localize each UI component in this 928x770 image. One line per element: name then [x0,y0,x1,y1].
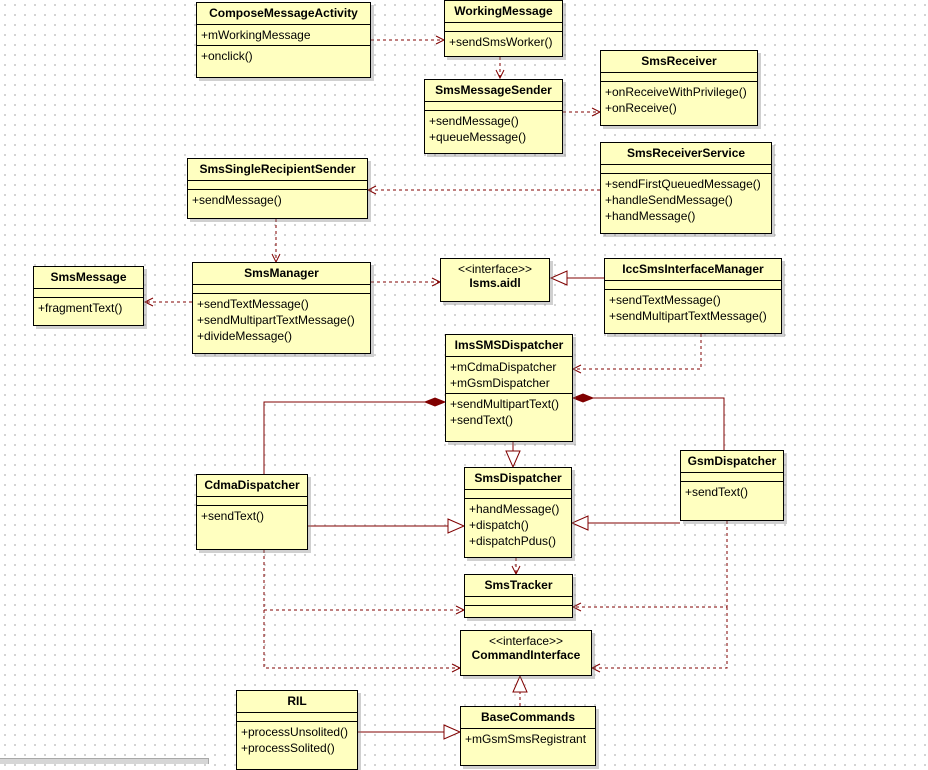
class-name: GsmDispatcher [687,454,777,468]
method: +processSolited() [241,741,335,755]
attribute: +mGsmDispatcher [450,376,550,390]
class-gsm-dispatcher[interactable]: GsmDispatcher +sendText() [680,450,784,521]
comp-cdma-in-imsdispatcher [263,402,445,474]
stereotype-label: <<interface>> [488,634,564,648]
method: +dispatch() [469,518,529,532]
class-sms-message-sender[interactable]: SmsMessageSender +sendMessage() +queueMe… [424,79,563,154]
attribute-compartment [197,497,307,506]
method: +dispatchPdus() [469,534,557,548]
class-name: SmsTracker [484,578,553,592]
class-sms-dispatcher[interactable]: SmsDispatcher +handMessage() +dispatch()… [464,467,572,558]
method: +sendMultipartTextMessage() [197,313,355,327]
attribute-compartment [445,23,562,32]
interface-command-interface[interactable]: <<interface>> CommandInterface [460,630,592,676]
method: +queueMessage() [429,130,527,144]
method: +handleSendMessage() [605,193,733,207]
method-compartment [465,606,572,614]
attribute-compartment [237,713,357,722]
method: +sendMessage() [429,114,519,128]
attribute-compartment [188,181,367,190]
class-name: SmsSingleRecipientSender [199,162,356,176]
method: +handMessage() [469,502,560,516]
interface-isms[interactable]: <<interface>> Isms.aidl [440,258,550,302]
class-name: SmsMessageSender [435,83,552,97]
class-ims-sms-dispatcher[interactable]: ImsSMSDispatcher +mCdmaDispatcher +mGsmD… [445,334,573,442]
class-sms-receiver[interactable]: SmsReceiver +onReceiveWithPrivilege() +o… [600,50,758,126]
method: +sendTextMessage() [609,293,721,307]
class-working-message[interactable]: WorkingMessage +sendSmsWorker() [444,0,563,57]
method: +onReceive() [605,101,677,115]
method: +fragmentText() [38,301,123,315]
class-name: IccSmsInterfaceManager [622,262,764,276]
class-name: SmsDispatcher [474,471,562,485]
attribute: +mWorkingMessage [201,28,311,42]
method: +processUnsolited() [241,725,349,739]
horizontal-scrollbar[interactable] [0,758,209,764]
attribute-compartment [681,473,783,482]
attribute-compartment [465,597,572,606]
class-cdma-dispatcher[interactable]: CdmaDispatcher +sendText() [196,474,308,550]
method: +divideMessage() [197,329,293,343]
class-base-commands[interactable]: BaseCommands +mGsmSmsRegistrant [460,706,596,766]
dep-cdma-to-smstracker [263,550,466,615]
class-sms-message[interactable]: SmsMessage +fragmentText() [33,266,144,326]
class-name: WorkingMessage [454,4,553,18]
method: +sendTextMessage() [197,297,309,311]
method: +sendText() [201,509,265,523]
dep-gsm-to-smstracker [571,521,728,612]
attribute: +mCdmaDispatcher [450,360,557,374]
dep-iccsms-to-imsdispatcher [571,334,702,374]
attribute-compartment [465,490,571,499]
class-name: SmsMessage [50,270,127,284]
class-name: RIL [287,694,307,708]
attribute: +mGsmSmsRegistrant [465,732,587,746]
dep-gsm-to-commandinterface [590,607,728,673]
class-name: Isms.aidl [469,276,521,290]
class-name: CommandInterface [471,648,581,662]
attribute-compartment [425,102,562,111]
method: +sendMultipartTextMessage() [609,309,767,323]
class-name: SmsReceiver [641,54,717,68]
class-name: ImsSMSDispatcher [454,338,564,352]
class-ril[interactable]: RIL +processUnsolited() +processSolited(… [236,690,358,770]
class-sms-receiver-service[interactable]: SmsReceiverService +sendFirstQueuedMessa… [600,142,772,234]
attribute-compartment [34,289,143,298]
method: +onReceiveWithPrivilege() [605,85,747,99]
attribute-compartment [601,73,757,82]
method: +sendText() [450,413,514,427]
stereotype-label: <<interface>> [457,262,533,276]
class-name: ComposeMessageActivity [209,6,358,20]
method: +sendMultipartText() [450,397,560,411]
attribute-compartment [193,285,370,294]
attribute-compartment [601,165,771,174]
class-compose-message-activity[interactable]: ComposeMessageActivity +mWorkingMessage … [196,2,371,78]
method: +onclick() [201,49,253,63]
class-name: CdmaDispatcher [204,478,300,492]
class-name: SmsManager [244,266,319,280]
method: +handMessage() [605,209,696,223]
class-name: SmsReceiverService [626,146,746,160]
method: +sendMessage() [192,193,282,207]
class-sms-manager[interactable]: SmsManager +sendTextMessage() +sendMulti… [192,262,371,354]
method: +sendSmsWorker() [449,35,553,49]
method: +sendFirstQueuedMessage() [605,177,761,191]
class-name: BaseCommands [480,710,576,724]
attribute-compartment [605,281,781,290]
class-sms-single-recipient-sender[interactable]: SmsSingleRecipientSender +sendMessage() [187,158,368,219]
class-sms-tracker[interactable]: SmsTracker [464,574,573,618]
method: +sendText() [685,485,749,499]
class-icc-sms-interface-manager[interactable]: IccSmsInterfaceManager +sendTextMessage(… [604,258,782,334]
dep-cdma-to-commandinterface [263,610,462,673]
comp-gsm-in-imsdispatcher [573,398,725,450]
